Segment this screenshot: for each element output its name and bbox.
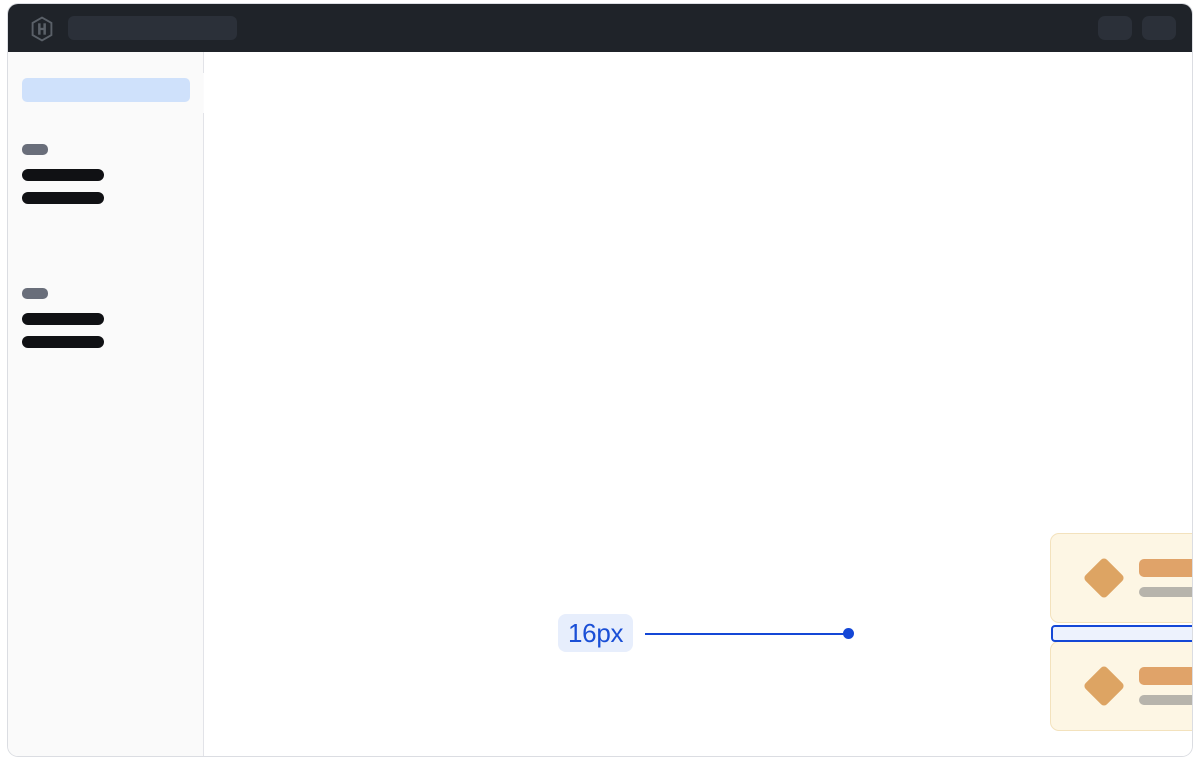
diamond-icon [1082, 556, 1126, 600]
card-title-placeholder [1139, 559, 1192, 577]
annotation-leader-dot [843, 628, 854, 639]
diamond-icon [1082, 664, 1126, 708]
spacing-measurement-value: 16px [568, 617, 624, 648]
spacing-measurement-badge: 16px [558, 614, 634, 652]
card-text-block [1139, 559, 1192, 597]
main-canvas: 16px [204, 52, 1192, 756]
sidebar-group-2-heading [22, 288, 48, 299]
navbar-chip-1[interactable] [1098, 16, 1132, 40]
spacing-gap-highlight [1051, 625, 1192, 642]
card-subtitle-placeholder [1139, 587, 1192, 597]
list-item[interactable] [1050, 641, 1192, 731]
sidebar-group-1-heading [22, 144, 48, 155]
hashicorp-hexagon-logo-icon[interactable] [29, 16, 55, 42]
sidebar-item-g1-2[interactable] [22, 192, 104, 204]
annotation-leader-line [645, 633, 850, 635]
sidebar-item-g1-1[interactable] [22, 169, 104, 181]
sidebar-item-g2-1[interactable] [22, 313, 104, 325]
card-subtitle-placeholder [1139, 695, 1192, 705]
sidebar-item-active[interactable] [22, 78, 190, 102]
card-title-placeholder [1139, 667, 1192, 685]
navbar-right-actions [1098, 16, 1176, 40]
top-navbar [8, 4, 1192, 52]
app-window: 16px [8, 4, 1192, 756]
sidebar-group-1 [22, 144, 104, 215]
sidebar [8, 52, 204, 756]
navbar-chip-2[interactable] [1142, 16, 1176, 40]
list-item[interactable] [1050, 533, 1192, 623]
navbar-search-input[interactable] [68, 16, 237, 40]
card-text-block [1139, 667, 1192, 705]
sidebar-group-2 [22, 288, 104, 359]
sidebar-item-g2-2[interactable] [22, 336, 104, 348]
